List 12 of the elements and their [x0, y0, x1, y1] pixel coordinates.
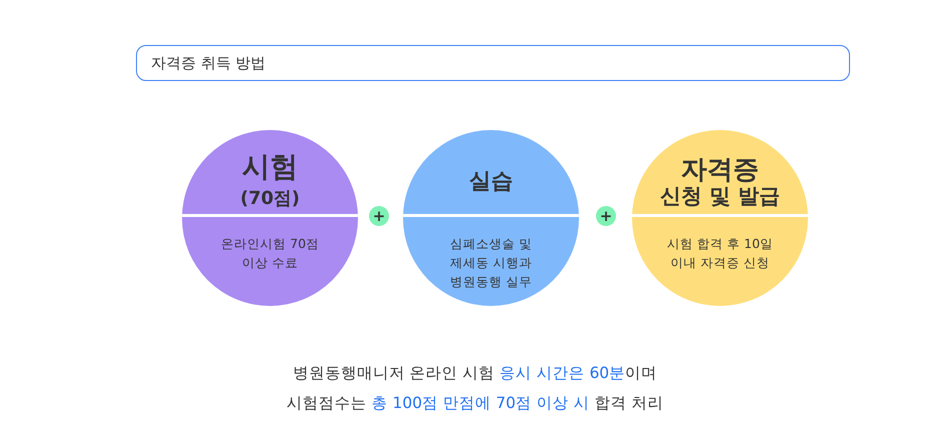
step-heading: (70점) [239, 187, 301, 210]
plus-sign: + [596, 206, 616, 226]
title-text: 자격증 취득 방법 [151, 54, 266, 73]
step-description: 온라인시험 70점 이상 수료 [220, 235, 320, 272]
step-description: 심폐소생술 및 제세동 시행과 병원동행 실무 [449, 235, 533, 291]
note-text: 시험점수는 총 100점 만점에 70점 이상 시 합격 처리 [286, 393, 664, 414]
step-heading: 시험 [241, 149, 299, 185]
note-text: 병원동행매니저 온라인 시험 응시 시간은 60분이며 [292, 363, 658, 384]
step-description: 시험 합격 후 10일 이내 자격증 신청 [666, 235, 774, 272]
title-box [136, 45, 850, 81]
step-heading: 실습 [468, 168, 514, 196]
plus-sign: + [369, 206, 389, 226]
